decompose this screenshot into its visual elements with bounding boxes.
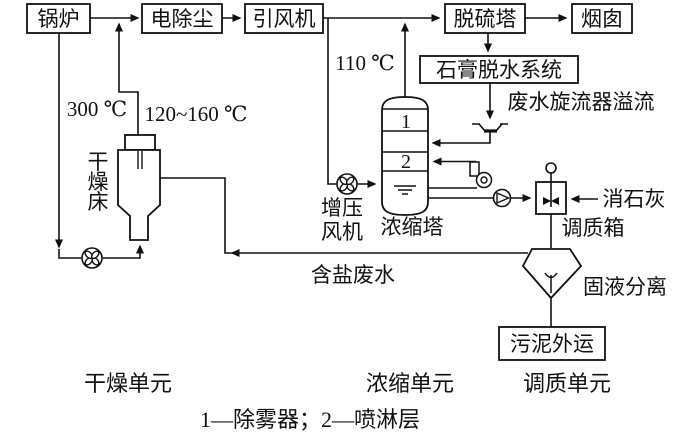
separator-nozzle-icon [544,272,558,293]
legend-caption: 1—除雾器；2—喷淋层 [200,407,420,432]
boiler-label: 锅炉 [38,7,80,31]
id-fan-box: 引风机 [244,3,324,34]
drying-bed-feed-pipe [137,151,143,169]
stack-label: 烟囱 [581,7,623,31]
flow-lines [55,14,598,327]
booster-fan-icon [336,173,358,195]
agitator-motor-icon [545,162,557,174]
drying-bed-vessel [117,134,161,241]
line-return-corner-to-vessel [160,177,233,254]
separator-symbol [521,248,583,300]
text-labels: 300 ℃ 120~160 ℃ 110 ℃ 干 燥 床 增压 风机 浓缩塔 调质… [67,51,667,432]
fgd-tower-label: 脱硫塔 [454,7,517,31]
circulation-pump-icon [469,161,493,189]
temp-110-label: 110 ℃ [335,51,394,75]
temp-120-160-label: 120~160 ℃ [144,102,247,126]
line-dryingbed-recycle-gas [115,22,139,135]
gypsum-system-label: 石膏脱水系统 [436,58,562,82]
line-branch-to-boosterfan [327,18,377,188]
boiler-box: 锅炉 [26,3,91,34]
tower-zone1-number: 1 [401,111,411,133]
temp-300-label: 300 ℃ [67,97,127,121]
conditioning-tank-symbol [535,162,567,215]
stack-box: 烟囱 [571,3,633,34]
drying-bed-top-cap [124,134,156,151]
concentration-tower-vessel [381,96,429,216]
drying-bed-label-1: 干 [88,150,109,174]
tower-shell [381,96,429,216]
concentration-tower-label: 浓缩塔 [381,215,444,239]
separator-label: 固液分离 [583,275,667,299]
booster-fan-label-1: 增压 [321,196,363,220]
overflow-funnel-icon [472,123,508,133]
equipment-symbols [81,96,583,300]
id-fan-label: 引风机 [253,7,316,31]
esp-label: 电除尘 [151,7,214,31]
process-boxes: 锅炉 电除尘 引风机 脱硫塔 烟囱 石膏脱水系统 污泥外运 [26,3,633,361]
booster-fan-label-2: 风机 [321,220,363,244]
sludge-out-label: 污泥外运 [510,332,594,356]
gypsum-system-box: 石膏脱水系统 [419,55,579,84]
tower-liquid-level-icon [394,185,416,195]
fgd-tower-box: 脱硫塔 [444,3,526,34]
lime-label: 消石灰 [603,187,666,211]
esp-box: 电除尘 [141,3,223,34]
unit-concentration-label: 浓缩单元 [366,371,454,396]
salt-wastewater-label: 含盐废水 [311,263,395,287]
drying-bed-body [117,149,161,241]
cyclone-overflow-label: 废水旋流器溢流 [508,90,655,114]
agitator-impeller-icon [543,197,559,205]
tower-zone2-number: 2 [401,151,411,173]
drying-bed-label-3: 床 [88,190,109,214]
recirculation-fan-icon [81,247,103,269]
unit-conditioning-label: 调质单元 [523,371,611,396]
unit-drying-label: 干燥单元 [84,371,172,396]
sludge-out-box: 污泥外运 [498,326,606,361]
drying-bed-label-2: 燥 [88,170,109,194]
tower-internal-lines [382,108,428,172]
discharge-pump-icon [492,188,512,208]
line-funnel-to-tower [431,132,491,147]
conditioning-tank-label: 调质箱 [562,216,625,240]
